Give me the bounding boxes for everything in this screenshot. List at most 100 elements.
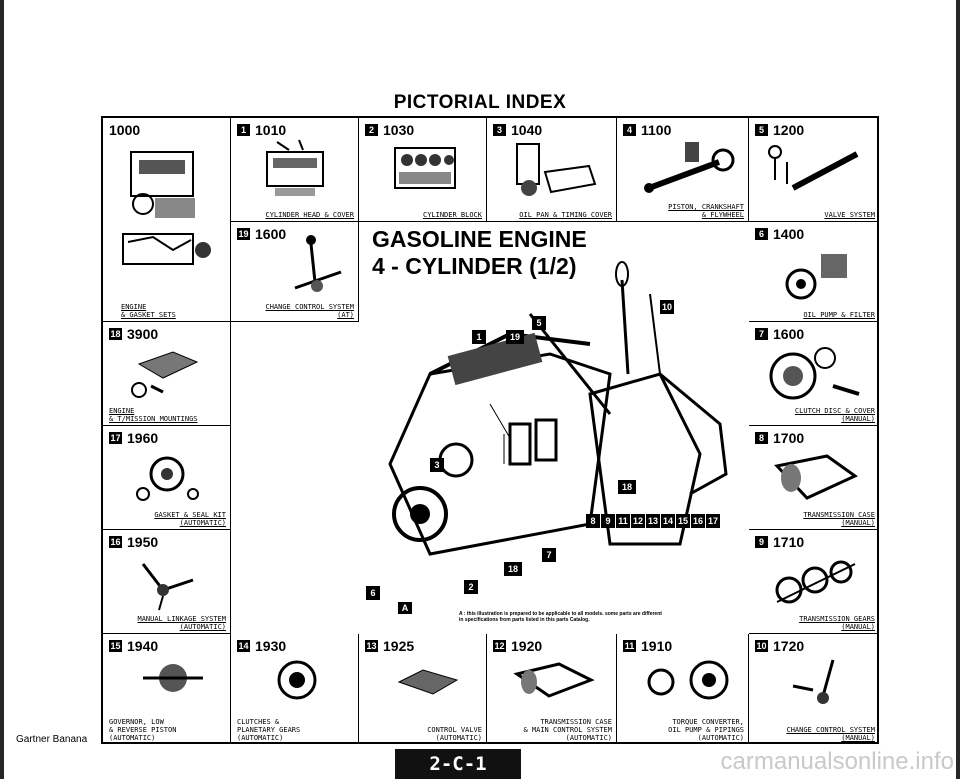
center-main-illustration: GASOLINE ENGINE 4 - CYLINDER (1/2) [360, 224, 750, 614]
cell-code: 1720 [773, 638, 805, 654]
callout: 14 [661, 514, 675, 528]
index-badge: 16 [109, 536, 122, 548]
cell-caption: GASKET & SEAL KIT (AUTOMATIC) [154, 511, 226, 527]
index-badge: 4 [623, 124, 636, 136]
callout: 2 [464, 580, 478, 594]
cell-1200[interactable]: 5 1200 VALVE SYSTEM [749, 118, 879, 222]
cell-code: 1910 [641, 638, 673, 654]
center-title-line1: GASOLINE ENGINE [372, 226, 587, 252]
cell-code: 1400 [773, 226, 805, 242]
cell-caption: TRANSMISSION CASE & MAIN CONTROL SYSTEM … [523, 718, 612, 742]
transmission-case-illustration [774, 454, 858, 500]
callout: 12 [631, 514, 645, 528]
cell-code: 1960 [127, 430, 159, 446]
page-number: 2-C-1 [395, 749, 521, 779]
index-badge: 17 [109, 432, 122, 444]
cell-caption: CHANGE CONTROL SYSTEM (MANUAL) [786, 726, 875, 742]
callout: 19 [506, 330, 524, 344]
cell-code: 1600 [255, 226, 287, 242]
cell-1040[interactable]: 3 1040 OIL PAN & TIMING COVER [487, 118, 617, 222]
scan-edge-left [0, 0, 4, 779]
automatic-transmission-illustration [513, 662, 595, 698]
control-valve-illustration [397, 669, 459, 695]
watermark: carmanualsonline.info [720, 748, 954, 775]
callout: 15 [676, 514, 690, 528]
oil-pump-illustration [785, 254, 847, 300]
cell-1600-manual[interactable]: 7 1600 CLUTCH DISC & COVER (MANUAL) [749, 322, 879, 426]
transmission-gears-illustration [775, 560, 856, 604]
callout: 16 [691, 514, 705, 528]
cell-caption: ENGINE & GASKET SETS [121, 303, 176, 319]
cell-caption: TORQUE CONVERTER, OIL PUMP & PIPINGS (AU… [668, 718, 744, 742]
cell-code: 3900 [127, 326, 159, 342]
torque-converter-illustration [647, 660, 729, 700]
cell-caption: CHANGE CONTROL SYSTEM (AT) [265, 303, 354, 319]
company-name: Gartner Banana [16, 734, 88, 745]
cell-caption: CLUTCHES & PLANETARY GEARS (AUTOMATIC) [237, 718, 301, 742]
cell-1000[interactable]: 1000 ENGINE & GASKET SETS [103, 118, 231, 322]
index-badge: 2 [365, 124, 378, 136]
index-badge: 18 [109, 328, 122, 340]
index-badge: 11 [623, 640, 636, 652]
gasket-kit-illustration [136, 456, 199, 501]
cell-code: 1010 [255, 122, 287, 138]
engine-mounting-illustration [131, 351, 199, 398]
cylinder-block-illustration [394, 147, 456, 189]
cell-caption: CLUTCH DISC & COVER (MANUAL) [794, 407, 875, 423]
cell-1600-at[interactable]: 19 1600 CHANGE CONTROL SYSTEM (AT) [231, 222, 359, 322]
cell-code: 1930 [255, 638, 287, 654]
cell-code: 1940 [127, 638, 159, 654]
cell-caption: OIL PAN & TIMING COVER [519, 211, 612, 219]
cell-1910[interactable]: 11 1910 TORQUE CONVERTER, OIL PUMP & PIPI… [617, 634, 749, 744]
callout: 6 [366, 586, 380, 600]
cell-caption: VALVE SYSTEM [824, 211, 875, 219]
cell-caption: GOVERNOR, LOW & REVERSE PISTON (AUTOMATI… [109, 718, 177, 742]
callout: 17 [706, 514, 720, 528]
index-badge: 14 [237, 640, 250, 652]
manual-change-control-illustration [792, 659, 835, 704]
callout: 18 [618, 480, 636, 494]
crankshaft-illustration [644, 142, 735, 193]
index-badge: 19 [237, 228, 250, 240]
cell-caption: CYLINDER HEAD & COVER [265, 211, 354, 219]
cell-code: 1200 [773, 122, 805, 138]
cell-code: 1700 [773, 430, 805, 446]
callout: 8 [586, 514, 600, 528]
cell-code: 1920 [511, 638, 543, 654]
governor-illustration [143, 664, 203, 692]
index-badge: 7 [755, 328, 768, 340]
callout: 11 [616, 514, 630, 528]
cell-code: 1040 [511, 122, 543, 138]
callout: 13 [646, 514, 660, 528]
index-badge: 5 [755, 124, 768, 136]
callout: 5 [532, 316, 546, 330]
callout: 1 [472, 330, 486, 344]
clutch-disc-illustration [769, 347, 860, 400]
cell-code: 1030 [383, 122, 415, 138]
change-control-illustration [294, 235, 342, 292]
cell-1960[interactable]: 17 1960 GASKET & SEAL KIT (AUTOMATIC) [103, 426, 231, 530]
cell-code: 1600 [773, 326, 805, 342]
index-badge: 9 [755, 536, 768, 548]
callout: A [398, 602, 412, 614]
cell-1930[interactable]: 14 1930 CLUTCHES & PLANETARY GEARS (AUTOM… [231, 634, 359, 744]
cell-1030[interactable]: 2 1030 CYLINDER BLOCK [359, 118, 487, 222]
index-badge: 3 [493, 124, 506, 136]
cell-caption: CYLINDER BLOCK [422, 211, 482, 219]
index-badge: 8 [755, 432, 768, 444]
clutches-planetary-illustration [277, 660, 317, 700]
cell-code: 1925 [383, 638, 415, 654]
illustration-note: A : this illustration is prepared to be … [459, 611, 662, 623]
